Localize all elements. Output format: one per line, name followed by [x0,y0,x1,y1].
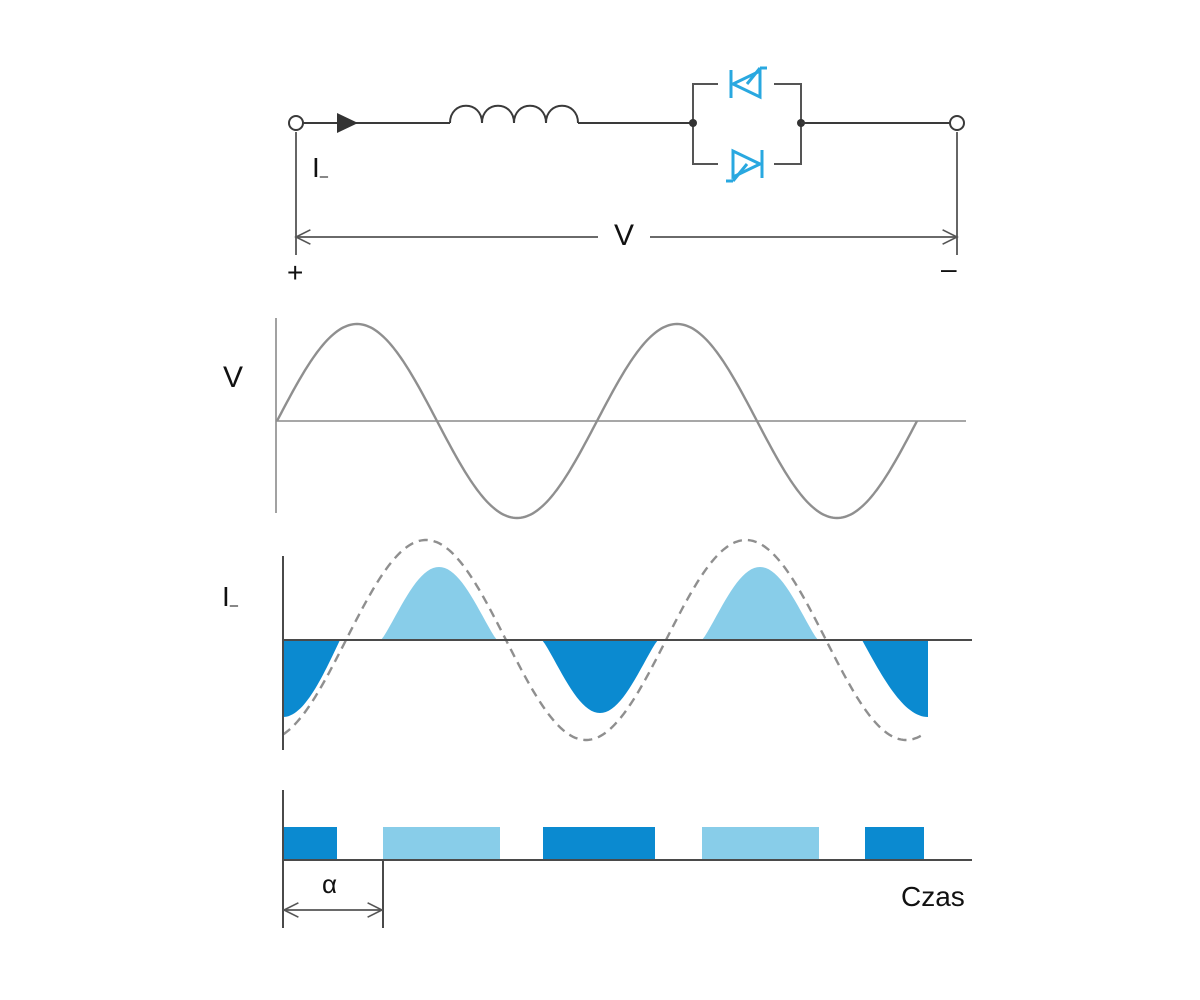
current-lobe-2 [542,640,658,713]
thyristor-reverse-icon [718,148,774,183]
current-lobe-1 [381,567,497,640]
voltage-sine-wave [275,322,919,520]
time-axis-label: Czas [901,881,965,912]
plus-sign: + [287,257,303,288]
circuit-current-label: I– [312,152,329,185]
circuit-voltage-label: V [614,219,634,252]
current-reference-dashed-wave [282,538,926,742]
inductor-icon [449,104,579,124]
terminal-plus [288,115,304,131]
alpha-label: α [322,869,337,899]
conduction-bar-2 [543,827,655,860]
current-plot: I– [222,538,972,750]
conduction-bar-4 [865,827,924,860]
node-left [689,119,697,127]
conduction-bars [283,827,924,860]
conduction-bar-0 [283,827,337,860]
conduction-bar-3 [702,827,819,860]
voltage-axis-label: V [223,361,243,394]
current-arrow-icon [337,113,358,133]
current-axis-label: I– [222,581,239,614]
conduction-bar-1 [383,827,500,860]
current-lobe-0 [283,640,340,717]
terminal-minus [949,115,965,131]
conduction-plot: α Czas [282,790,972,928]
circuit-schematic: I– V + – [287,66,965,288]
current-lobe-3 [702,567,818,640]
voltage-plot: V [223,318,966,520]
current-lobe-4 [862,640,928,717]
thyristor-forward-icon [718,66,774,100]
current-conduction-areas [283,567,928,717]
minus-sign: – [941,253,957,284]
